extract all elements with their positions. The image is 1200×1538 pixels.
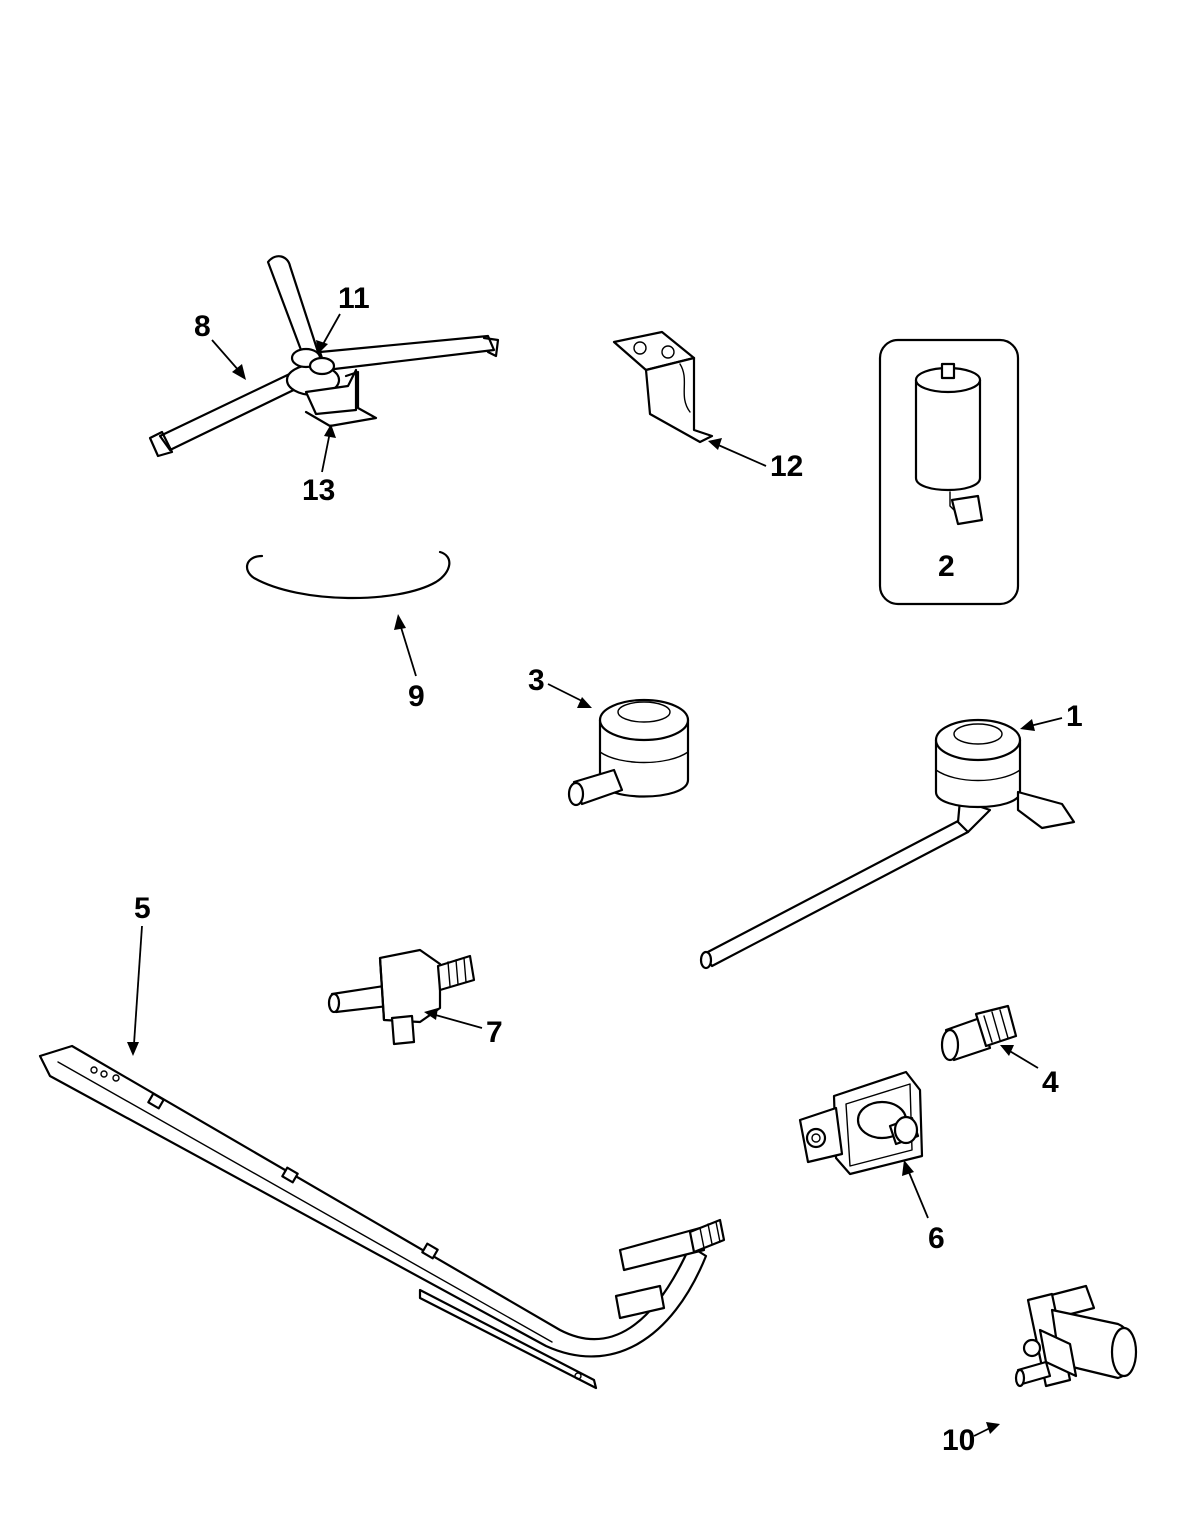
callout-7: 7	[424, 1008, 503, 1049]
callout-12: 12	[708, 438, 803, 483]
part-9-spring-clip	[245, 550, 451, 600]
callout-label-2: 2	[938, 550, 955, 583]
callout-label-4: 4	[1042, 1066, 1059, 1099]
part-8-crossover-tube-assembly	[148, 255, 500, 458]
callout-8: 8	[194, 310, 246, 380]
callout-11: 11	[316, 282, 370, 354]
callout-6: 6	[902, 1160, 945, 1255]
callout-label-12: 12	[770, 450, 803, 483]
callout-label-5: 5	[134, 892, 151, 925]
callout-13: 13	[302, 424, 336, 507]
callout-9: 9	[394, 614, 425, 713]
callout-label-8: 8	[194, 310, 211, 343]
callout-label-1: 1	[1066, 700, 1083, 733]
part-12-bracket	[612, 330, 714, 444]
callout-label-11: 11	[338, 282, 370, 315]
part-10-valve	[1014, 1284, 1138, 1388]
callout-label-3: 3	[528, 664, 545, 697]
callout-label-13: 13	[302, 474, 335, 507]
part-2-frame	[878, 338, 1020, 606]
part-4-fitting	[940, 1004, 1018, 1062]
part-7-valve	[327, 948, 476, 1046]
callout-1: 1	[1020, 700, 1083, 733]
part-5-manifold	[38, 1044, 726, 1390]
callout-label-6: 6	[928, 1222, 945, 1255]
callout-5: 5	[127, 892, 151, 1056]
callout-label-7: 7	[486, 1016, 503, 1049]
callout-4: 4	[1000, 1045, 1059, 1099]
callout-label-9: 9	[408, 680, 425, 713]
part-6-regulator	[798, 1070, 924, 1176]
part-1-burner-with-tube	[699, 718, 1076, 970]
part-2-ignitor-box	[878, 338, 1020, 606]
part-3-burner-head	[567, 698, 690, 807]
callout-10: 10	[942, 1422, 1000, 1457]
callout-3: 3	[528, 664, 592, 708]
callout-label-10: 10	[942, 1424, 975, 1457]
